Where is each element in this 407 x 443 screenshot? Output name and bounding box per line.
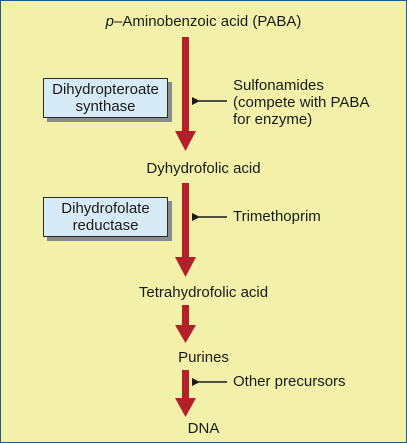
enzyme-label-line1: Dihydrofolate xyxy=(61,200,150,217)
dihydropteroate-synthase-box: Dihydropteroate synthase xyxy=(43,78,168,118)
dihydrofolate-reductase-box: Dihydrofolate reductase xyxy=(43,197,168,237)
paba-label: –Aminobenzoic acid (PABA) xyxy=(114,13,302,30)
enzyme-label-line1: Dihydropteroate xyxy=(52,81,159,98)
sulfonamides-line3: for enzyme) xyxy=(233,111,313,128)
red-arrow-dihydrofolic-to-tetrahydrofolic xyxy=(175,183,196,277)
paba-prefix: p xyxy=(105,13,115,30)
dna-node: DNA xyxy=(187,420,220,437)
other-precursors-note: Other precursors xyxy=(233,373,346,390)
red-arrow-paba-to-dihydrofolic xyxy=(175,37,196,151)
tetrahydrofolic-node: Tetrahydrofolic acid xyxy=(138,284,269,301)
sulfonamides-note: Sulfonamides (compete with PABA for enzy… xyxy=(233,77,369,128)
dihydrofolic-node: Dyhydrofolic acid xyxy=(146,160,261,177)
sulfonamides-line2: (compete with PABA xyxy=(233,94,370,111)
red-arrow-purines-to-dna xyxy=(175,370,196,417)
red-arrow-tetrahydrofolic-to-purines xyxy=(175,305,196,343)
purines-node: Purines xyxy=(178,349,229,366)
enzyme-label-line2: synthase xyxy=(75,98,136,115)
trimethoprim-note: Trimethoprim xyxy=(233,208,321,225)
paba-node: p–Aminobenzoic acid (PABA) xyxy=(1,13,406,30)
sulfonamides-line1: Sulfonamides xyxy=(233,77,324,94)
enzyme-label-line2: reductase xyxy=(72,217,139,234)
